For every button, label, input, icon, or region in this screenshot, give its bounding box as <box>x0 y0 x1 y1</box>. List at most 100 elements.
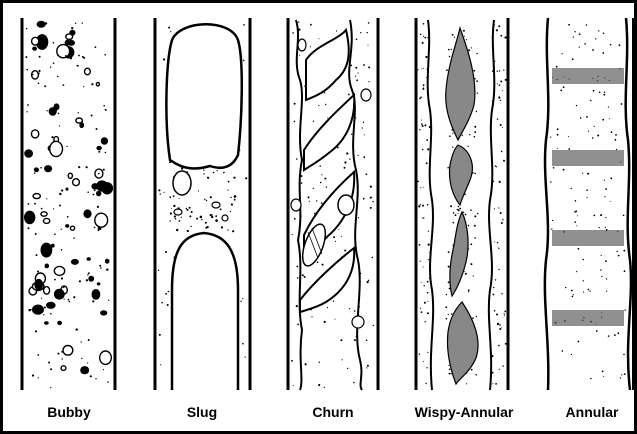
liquid-dot <box>83 57 85 59</box>
liquid-dot <box>367 32 368 33</box>
annular-right-film-line <box>626 18 631 390</box>
liquid-dot <box>92 300 94 302</box>
bubble <box>46 302 56 309</box>
liquid-dot <box>425 383 426 384</box>
liquid-dot <box>504 36 506 38</box>
liquid-dot <box>575 200 577 202</box>
liquid-dot <box>568 24 570 26</box>
liquid-dot <box>562 53 563 54</box>
liquid-dot <box>318 384 320 386</box>
liquid-dot <box>615 134 617 136</box>
liquid-dot <box>349 308 350 309</box>
liquid-dot <box>568 148 570 150</box>
liquid-dot <box>428 42 430 44</box>
wisp-dot <box>448 314 449 315</box>
liquid-dot <box>500 35 502 37</box>
liquid-dot <box>210 214 212 216</box>
liquid-dot <box>372 257 374 259</box>
liquid-dot <box>191 211 193 213</box>
liquid-dot <box>356 79 358 81</box>
liquid-dot <box>573 294 574 295</box>
liquid-dot <box>419 244 421 246</box>
wisp-dot <box>446 294 447 295</box>
liquid-dot <box>583 292 584 293</box>
liquid-dot <box>316 200 317 201</box>
liquid-dot <box>605 188 607 190</box>
liquid-dot <box>35 233 37 235</box>
liquid-dot <box>233 177 235 179</box>
liquid-dot <box>44 85 46 87</box>
liquid-dot <box>604 180 605 181</box>
liquid-dot <box>83 86 84 87</box>
wisp-dot <box>468 291 469 292</box>
liquid-dot <box>179 198 180 199</box>
liquid-dot <box>327 117 328 118</box>
liquid-dot <box>586 189 588 191</box>
liquid-dot <box>602 119 604 121</box>
liquid-dot <box>189 215 191 217</box>
liquid-dot <box>498 248 499 249</box>
liquid-dot <box>492 36 494 38</box>
liquid-dot <box>338 229 339 230</box>
liquid-dot <box>586 24 588 26</box>
wisp-dot <box>473 70 475 72</box>
liquid-dot <box>38 83 40 85</box>
liquid-dot <box>593 215 595 217</box>
liquid-dot <box>28 203 30 205</box>
liquid-dot <box>63 84 65 86</box>
liquid-dot <box>46 110 47 111</box>
liquid-dot <box>69 301 71 303</box>
wisp-dot <box>453 212 455 214</box>
liquid-dot <box>501 151 503 153</box>
liquid-dot <box>104 54 106 56</box>
liquid-dot <box>498 207 499 208</box>
liquid-dot <box>579 33 581 35</box>
slug-small-bubble <box>212 202 220 208</box>
bubble <box>57 45 70 58</box>
liquid-dot <box>309 201 310 202</box>
liquid-dot <box>61 358 62 359</box>
wisp-dot <box>449 135 451 137</box>
liquid-dot <box>492 383 493 384</box>
liquid-dot <box>296 158 298 160</box>
liquid-dot <box>294 121 296 123</box>
wisp-dot <box>474 225 476 227</box>
liquid-dot <box>32 374 34 376</box>
liquid-dot <box>568 136 569 137</box>
liquid-dot <box>499 84 501 86</box>
liquid-dot <box>187 209 189 211</box>
liquid-dot <box>61 189 63 191</box>
liquid-dot <box>93 194 95 196</box>
liquid-dot <box>163 58 165 60</box>
liquid-dot <box>43 314 44 315</box>
liquid-dot <box>423 36 424 37</box>
liquid-dot <box>614 334 616 336</box>
liquid-dot <box>108 300 109 301</box>
liquid-dot <box>227 189 228 190</box>
bubble <box>37 21 46 28</box>
liquid-dot <box>186 208 188 210</box>
bubble <box>88 276 94 282</box>
liquid-dot <box>46 198 47 199</box>
liquid-dot <box>168 27 170 29</box>
liquid-dot <box>99 265 101 267</box>
wisp-dot <box>450 373 451 374</box>
liquid-dot <box>320 182 322 184</box>
churn-small-bubble <box>361 89 371 101</box>
wisp-dot <box>449 373 451 375</box>
bubble <box>87 257 91 261</box>
liquid-dot <box>228 181 230 183</box>
liquid-dot <box>550 181 551 182</box>
liquid-dot <box>349 158 350 159</box>
liquid-dot <box>73 296 75 298</box>
slug-flow-panel <box>155 18 250 390</box>
liquid-dot <box>608 106 609 107</box>
wisp-dot <box>474 126 476 128</box>
liquid-dot <box>419 354 420 355</box>
liquid-dot <box>61 351 63 353</box>
liquid-dot <box>217 170 218 171</box>
liquid-dot <box>491 355 493 357</box>
liquid-dot <box>167 304 169 306</box>
liquid-dot <box>335 241 336 242</box>
churn-small-bubble <box>352 316 364 328</box>
